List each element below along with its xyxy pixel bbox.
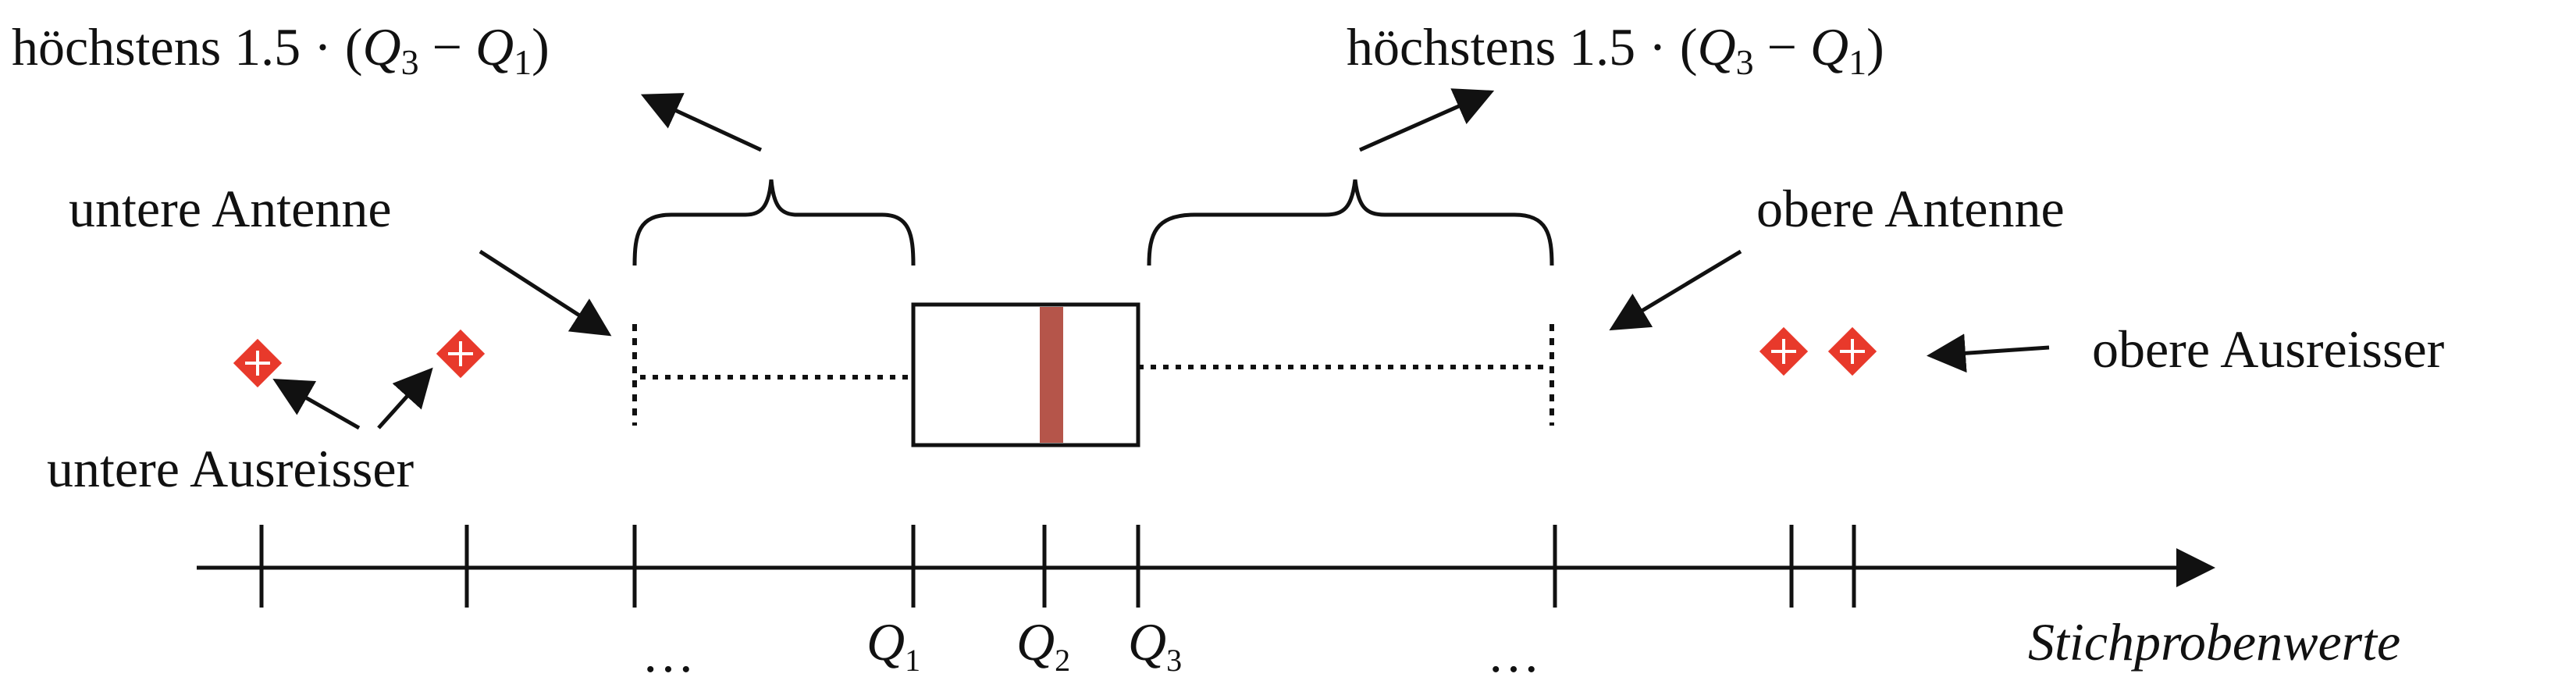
formula-prefix: höchstens 1.5 · ( <box>12 17 362 77</box>
label-q1: Q1 <box>866 612 920 678</box>
lower-outliers <box>233 329 486 388</box>
formula-suffix: ) <box>532 17 550 77</box>
formula-left: höchstens 1.5 · (Q3 − Q1) <box>12 17 550 82</box>
formula-minus: − <box>1754 17 1810 77</box>
formula-q3-sub: 3 <box>1736 42 1754 82</box>
outlier-marker <box>436 329 486 379</box>
q2-sub: 2 <box>1055 643 1070 678</box>
formula-q1: Q <box>1810 17 1848 77</box>
formula-prefix: höchstens 1.5 · ( <box>1347 17 1697 77</box>
axis-ticks <box>259 525 1856 608</box>
arrow-upper-whisker <box>1609 249 1742 331</box>
arrow-lower-outlier-2 <box>377 367 433 429</box>
q3-sub: 3 <box>1166 643 1182 678</box>
median-bar <box>1040 307 1063 443</box>
label-lower-whisker: untere Antenne <box>69 179 392 238</box>
arrow-left-formula <box>640 93 763 152</box>
formula-right: höchstens 1.5 · (Q3 − Q1) <box>1347 17 1884 82</box>
ellipsis-right: … <box>1487 624 1540 683</box>
formula-q1: Q <box>475 17 514 77</box>
arrow-lower-whisker <box>479 249 612 337</box>
ellipsis-left: … <box>642 624 695 683</box>
q3-letter: Q <box>1128 612 1166 672</box>
label-lower-outliers: untere Ausreisser <box>47 439 415 498</box>
q1-sub: 1 <box>905 643 920 678</box>
outlier-marker <box>1827 326 1877 376</box>
formula-q3-sub: 3 <box>401 42 419 82</box>
formula-q1-sub: 1 <box>514 42 532 82</box>
brace-right <box>1147 179 1554 266</box>
box-iqr <box>911 302 1140 447</box>
formula-q3: Q <box>362 17 400 77</box>
outlier-marker <box>1759 326 1809 376</box>
formula-q3: Q <box>1697 17 1735 77</box>
label-q3: Q3 <box>1128 612 1182 678</box>
label-upper-whisker: obere Antenne <box>1756 179 2065 238</box>
brace-left <box>632 179 916 266</box>
outlier-marker <box>233 338 283 388</box>
q2-letter: Q <box>1016 612 1055 672</box>
upper-outliers <box>1759 326 1877 376</box>
arrow-lower-outlier-1 <box>272 379 361 430</box>
label-q2: Q2 <box>1016 612 1070 678</box>
axis-label: Stichprobenwerte <box>2028 612 2400 672</box>
arrow-right-formula <box>1358 88 1495 152</box>
formula-minus: − <box>419 17 475 77</box>
q1-letter: Q <box>866 612 905 672</box>
label-upper-outliers: obere Ausreisser <box>2092 319 2445 379</box>
formula-q1-sub: 1 <box>1848 42 1866 82</box>
formula-suffix: ) <box>1866 17 1884 77</box>
arrow-upper-outliers <box>1927 333 2050 373</box>
